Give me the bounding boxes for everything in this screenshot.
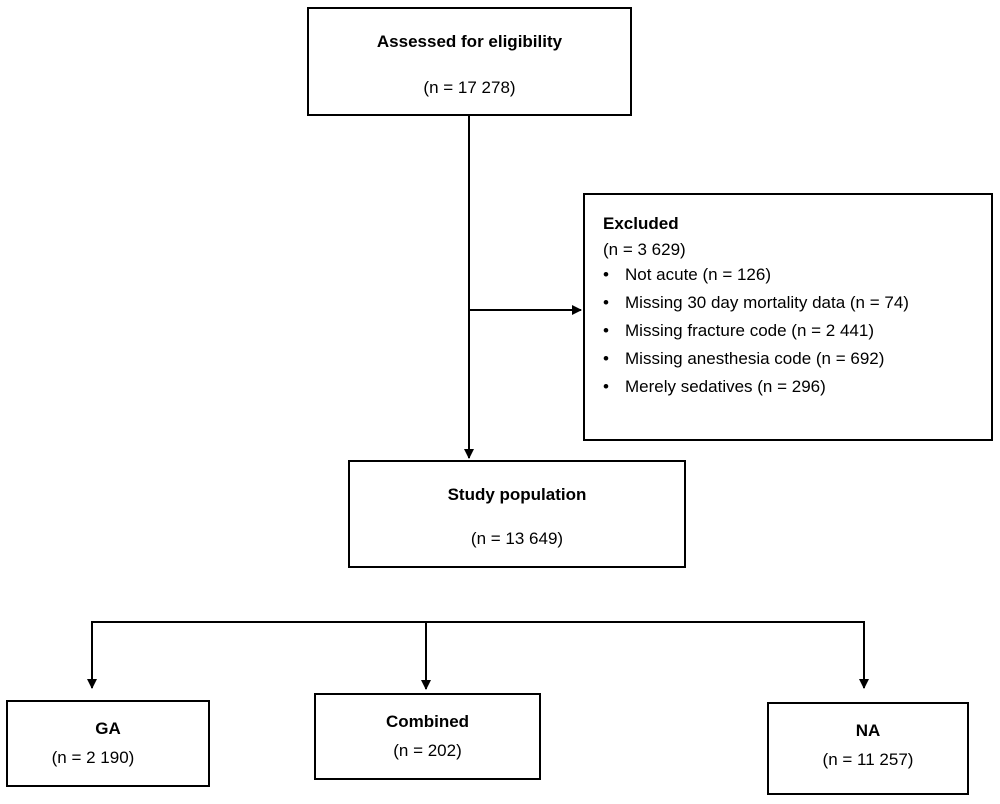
ga-group-count: (n = 2 190) [51, 748, 135, 767]
na-group-title: NA [855, 721, 881, 740]
ga-group-box: GA (n = 2 190) [6, 700, 210, 787]
na-group-box: NA (n = 11 257) [767, 702, 969, 795]
excluded-reason-text: Merely sedatives (n = 296) [625, 377, 826, 396]
excluded-count: (n = 3 629) [603, 240, 686, 259]
study-population-box: Study population (n = 13 649) [348, 460, 686, 568]
excluded-reason-item: • Missing fracture code (n = 2 441) [603, 321, 909, 349]
bullet-icon: • [603, 349, 609, 368]
bullet-icon: • [603, 265, 609, 284]
bullet-icon: • [603, 321, 609, 340]
bullet-icon: • [603, 377, 609, 396]
excluded-reason-text: Missing anesthesia code (n = 692) [625, 349, 885, 368]
excluded-reason-text: Missing 30 day mortality data (n = 74) [625, 293, 909, 312]
excluded-reason-item: • Missing 30 day mortality data (n = 74) [603, 293, 909, 321]
excluded-box: Excluded (n = 3 629) • Not acute (n = 126… [583, 193, 993, 441]
ga-group-title: GA [95, 719, 121, 738]
excluded-reason-item: • Not acute (n = 126) [603, 265, 909, 293]
eligibility-count: (n = 17 278) [423, 78, 516, 97]
excluded-reason-text: Missing fracture code (n = 2 441) [625, 321, 874, 340]
study-population-title: Study population [447, 485, 587, 504]
eligibility-box: Assessed for eligibility (n = 17 278) [307, 7, 632, 116]
excluded-reason-item: • Merely sedatives (n = 296) [603, 377, 909, 405]
combined-group-count: (n = 202) [393, 741, 462, 760]
bullet-icon: • [603, 293, 609, 312]
combined-group-title: Combined [385, 712, 470, 731]
excluded-reason-text: Not acute (n = 126) [625, 265, 772, 284]
study-population-count: (n = 13 649) [470, 529, 564, 548]
excluded-reasons-list: • Not acute (n = 126) • Missing 30 day mor… [603, 265, 909, 405]
na-group-count: (n = 11 257) [822, 750, 914, 769]
excluded-reason-item: • Missing anesthesia code (n = 692) [603, 349, 909, 377]
combined-group-box: Combined (n = 202) [314, 693, 541, 780]
excluded-title: Excluded [603, 214, 679, 233]
eligibility-title: Assessed for eligibility [376, 32, 563, 51]
